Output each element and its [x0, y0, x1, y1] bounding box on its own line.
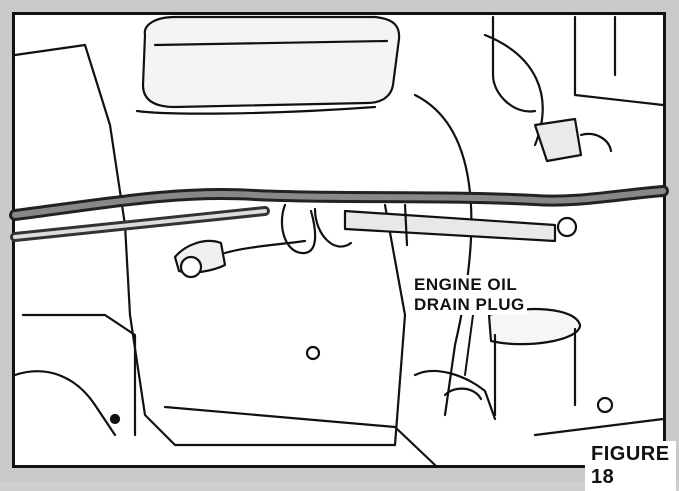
figure-border: ENGINE OIL DRAIN PLUG FIGURE 18 [9, 12, 676, 491]
callout-line-1: ENGINE OIL [414, 275, 518, 294]
callout-line-2: DRAIN PLUG [414, 295, 525, 314]
figure-label: FIGURE 18 [585, 441, 676, 491]
drain-plug-callout: ENGINE OIL DRAIN PLUG [412, 275, 527, 315]
engine-illustration [9, 15, 669, 467]
